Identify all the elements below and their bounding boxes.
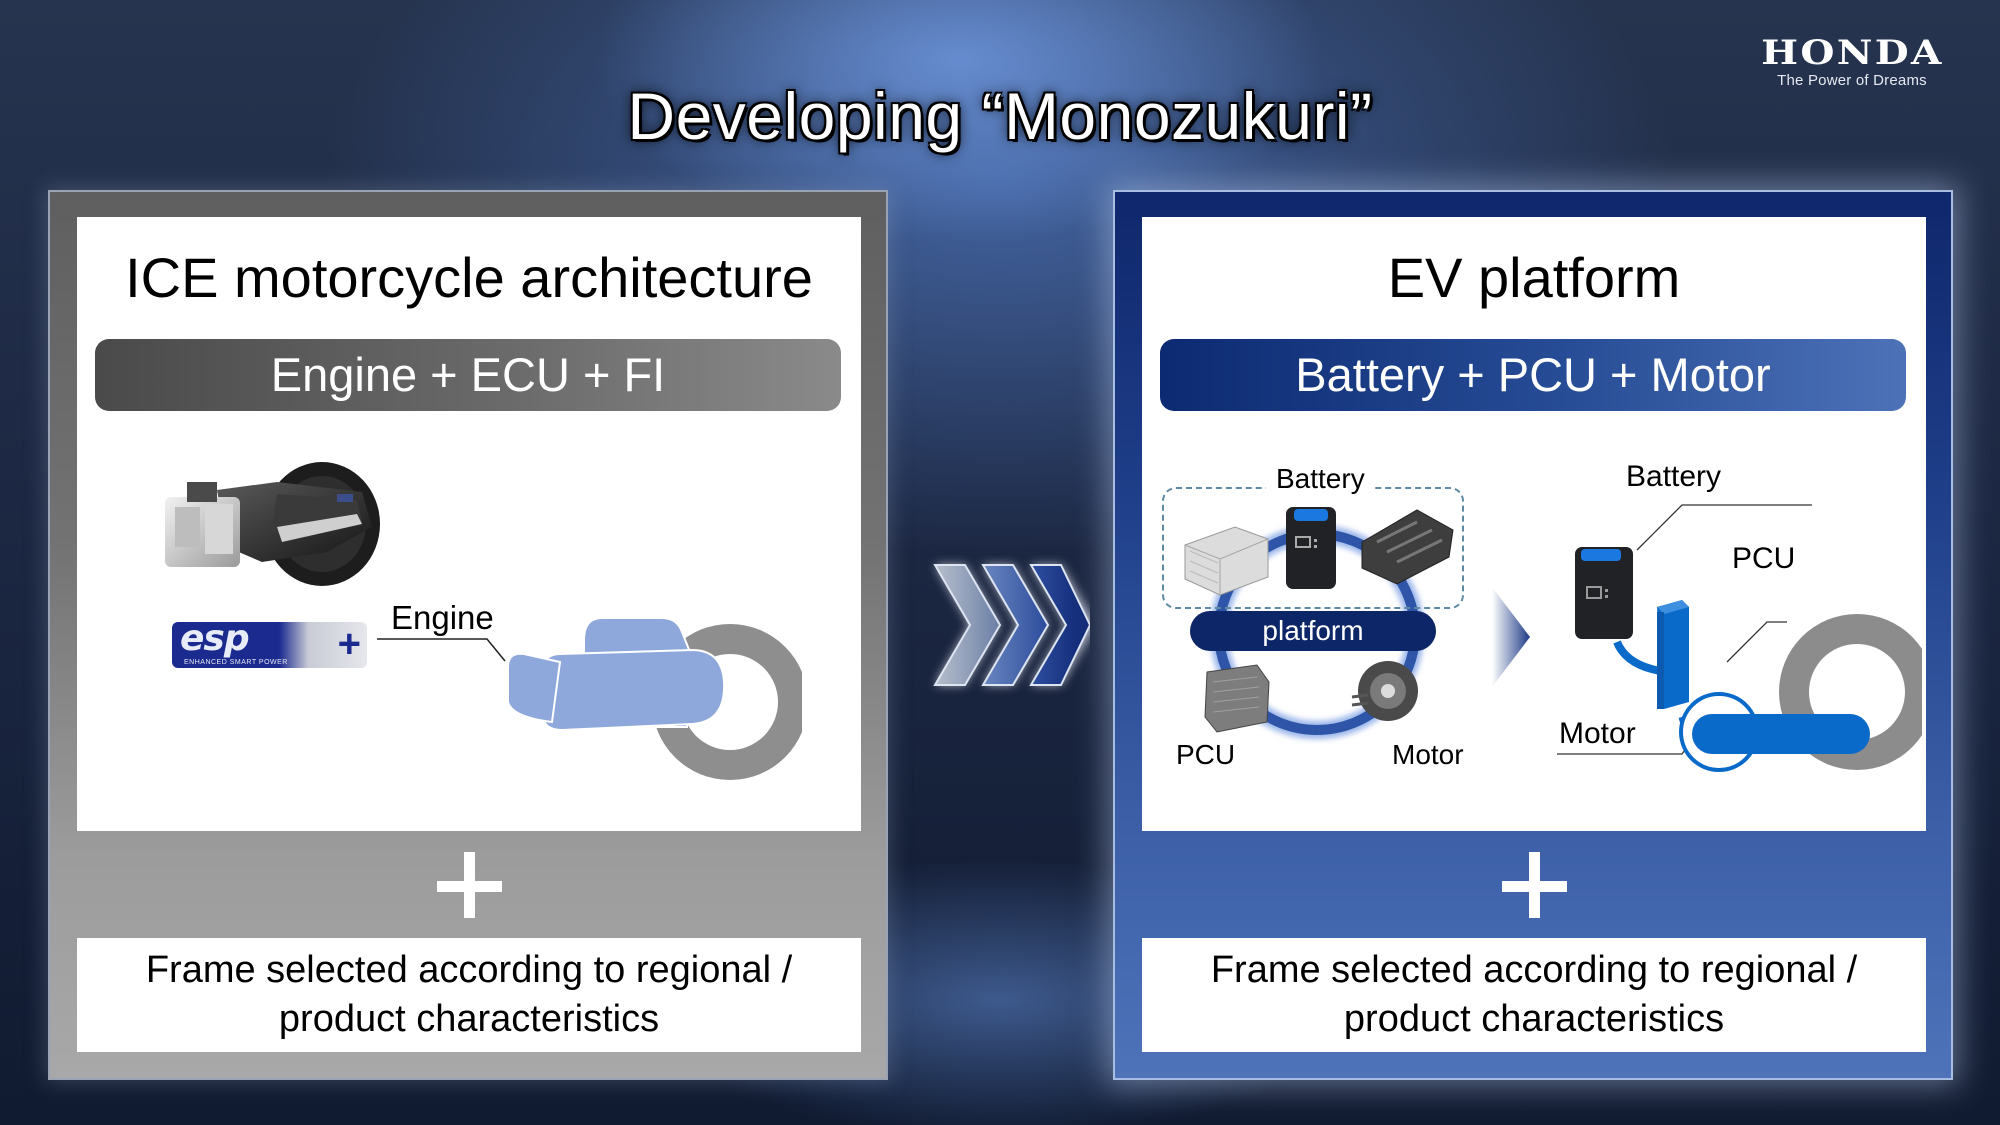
ev-layout-schematic-icon	[1557, 504, 1922, 772]
ev-formula-banner: Battery + PCU + Motor	[1160, 339, 1906, 411]
honda-logo: HONDA The Power of Dreams	[1742, 34, 1962, 89]
ice-content-card: ICE motorcycle architecture Engine + ECU…	[77, 217, 861, 831]
ice-architecture-panel: ICE motorcycle architecture Engine + ECU…	[48, 190, 888, 1080]
slide-title: Developing “Monozukuri”	[627, 79, 1373, 153]
ice-plus-icon	[50, 852, 886, 922]
ev-plus-icon	[1115, 852, 1951, 922]
layout-pcu-label: PCU	[1732, 542, 1796, 575]
ice-frame-note: Frame selected according to regional / p…	[77, 938, 861, 1052]
ev-content-card: EV platform Battery + PCU + Motor Batter…	[1142, 217, 1926, 831]
engine-leader-line	[377, 638, 506, 662]
ev-frame-note-line2: product characteristics	[1343, 998, 1725, 1040]
battery-module-gray-icon	[1184, 526, 1269, 596]
battery-module-dark-icon	[1361, 509, 1454, 585]
esp-badge-subtitle: ENHANCED SMART POWER	[184, 659, 288, 666]
ev-frame-note-line1: Frame selected according to regional /	[1210, 949, 1858, 991]
pcu-unit-icon	[1204, 664, 1270, 733]
layout-battery-label: Battery	[1626, 460, 1722, 493]
engine-label: Engine	[391, 599, 494, 636]
esp-badge-plus: +	[337, 622, 361, 666]
platform-battery-label: Battery	[1266, 463, 1375, 495]
ev-frame-note: Frame selected according to regional / p…	[1142, 938, 1926, 1052]
ice-formula-banner: Engine + ECU + FI	[95, 339, 841, 411]
battery-pack-icon	[1286, 507, 1336, 589]
ice-panel-title: ICE motorcycle architecture	[125, 246, 813, 309]
platform-pcu-label: PCU	[1176, 739, 1236, 770]
engine-wheel-schematic-icon	[507, 617, 802, 780]
esp-badge-text: esp	[180, 622, 250, 659]
triple-chevron-right-icon	[933, 564, 1090, 686]
esp-plus-badge: esp + ENHANCED SMART POWER	[172, 622, 367, 668]
brand-tagline: The Power of Dreams	[1777, 72, 1927, 89]
platform-pill: platform	[1190, 611, 1436, 651]
engine-photo-icon	[165, 462, 380, 586]
ice-frame-note-line2: product characteristics	[278, 998, 660, 1040]
platform-motor-label: Motor	[1392, 739, 1464, 770]
small-arrow-right-icon	[1492, 587, 1530, 687]
motor-unit-icon	[1351, 661, 1418, 721]
ice-frame-note-line1: Frame selected according to regional /	[145, 949, 793, 991]
layout-motor-label: Motor	[1559, 717, 1636, 750]
ev-platform-panel: EV platform Battery + PCU + Motor Batter…	[1113, 190, 1953, 1080]
brand-wordmark: HONDA	[1760, 33, 1944, 73]
ev-panel-title: EV platform	[1387, 246, 1681, 309]
